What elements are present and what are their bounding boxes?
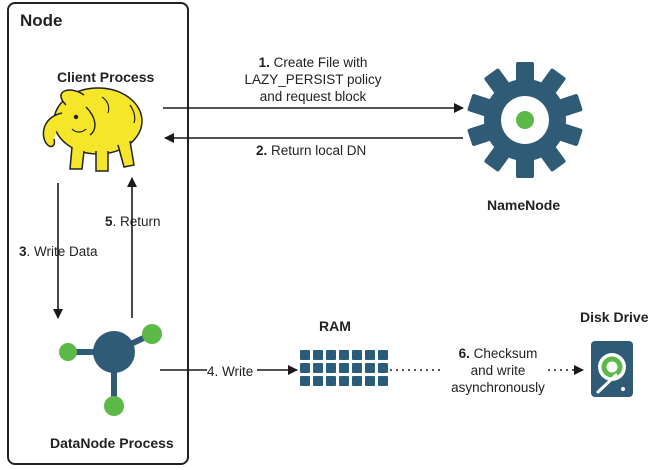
step-2-label: 2. Return local DN xyxy=(256,142,366,159)
node-container xyxy=(7,2,189,465)
ram-cell xyxy=(326,363,336,373)
step-3-number: 3 xyxy=(19,244,27,259)
ram-cell xyxy=(326,350,336,360)
ram-cell xyxy=(339,376,349,386)
step-6-line1: Checksum xyxy=(469,346,538,361)
step-3-label: 3. Write Data xyxy=(19,243,98,260)
ram-cell xyxy=(365,376,375,386)
disk-drive-icon xyxy=(591,341,633,397)
node-title: Node xyxy=(20,11,63,30)
namenode-label: NameNode xyxy=(487,197,561,213)
ram-cell xyxy=(352,363,362,373)
ram-cell xyxy=(326,376,336,386)
disk-drive-label: Disk Drive xyxy=(580,309,649,325)
ram-cell xyxy=(352,350,362,360)
step-1-label: 1. Create File with LAZY_PERSIST policy … xyxy=(228,54,398,105)
elephant-icon xyxy=(42,87,143,172)
ram-grid-icon xyxy=(300,350,388,386)
ram-cell xyxy=(300,376,310,386)
ram-cell xyxy=(378,376,388,386)
gear-icon xyxy=(467,62,583,178)
step-1-line2: LAZY_PERSIST policy xyxy=(244,72,382,87)
ram-cell xyxy=(378,350,388,360)
ram-cell xyxy=(313,376,323,386)
step-6-line2: and write xyxy=(470,363,526,378)
ram-label: RAM xyxy=(319,318,351,334)
ram-cell xyxy=(339,350,349,360)
step-1-number: 1. xyxy=(258,55,270,70)
step-1-line3: and request block xyxy=(259,89,367,104)
step-2-number: 2. xyxy=(256,143,268,158)
datanode-process-label: DataNode Process xyxy=(50,435,174,451)
step-5-label: 5. Return xyxy=(105,213,161,230)
step-5-number: 5 xyxy=(105,214,113,229)
step-6-line3: asynchronously xyxy=(451,380,545,395)
ram-cell xyxy=(339,363,349,373)
step-3-text: . Write Data xyxy=(26,244,98,259)
ram-cell xyxy=(352,376,362,386)
ram-cell xyxy=(313,350,323,360)
client-process-label: Client Process xyxy=(57,69,155,85)
step-1-line1: Create File with xyxy=(269,55,368,70)
ram-cell xyxy=(300,363,310,373)
step-4-label: 4. Write xyxy=(207,364,254,379)
step-6-label: 6. Checksum and write asynchronously xyxy=(438,345,558,396)
step-2-text: Return local DN xyxy=(267,143,367,158)
ram-cell xyxy=(365,350,375,360)
ram-cell xyxy=(378,363,388,373)
ram-cell xyxy=(365,363,375,373)
datanode-icon xyxy=(59,324,162,416)
ram-cell xyxy=(313,363,323,373)
ram-cell xyxy=(300,350,310,360)
step-6-number: 6. xyxy=(458,346,470,361)
step-5-text: . Return xyxy=(112,214,161,229)
